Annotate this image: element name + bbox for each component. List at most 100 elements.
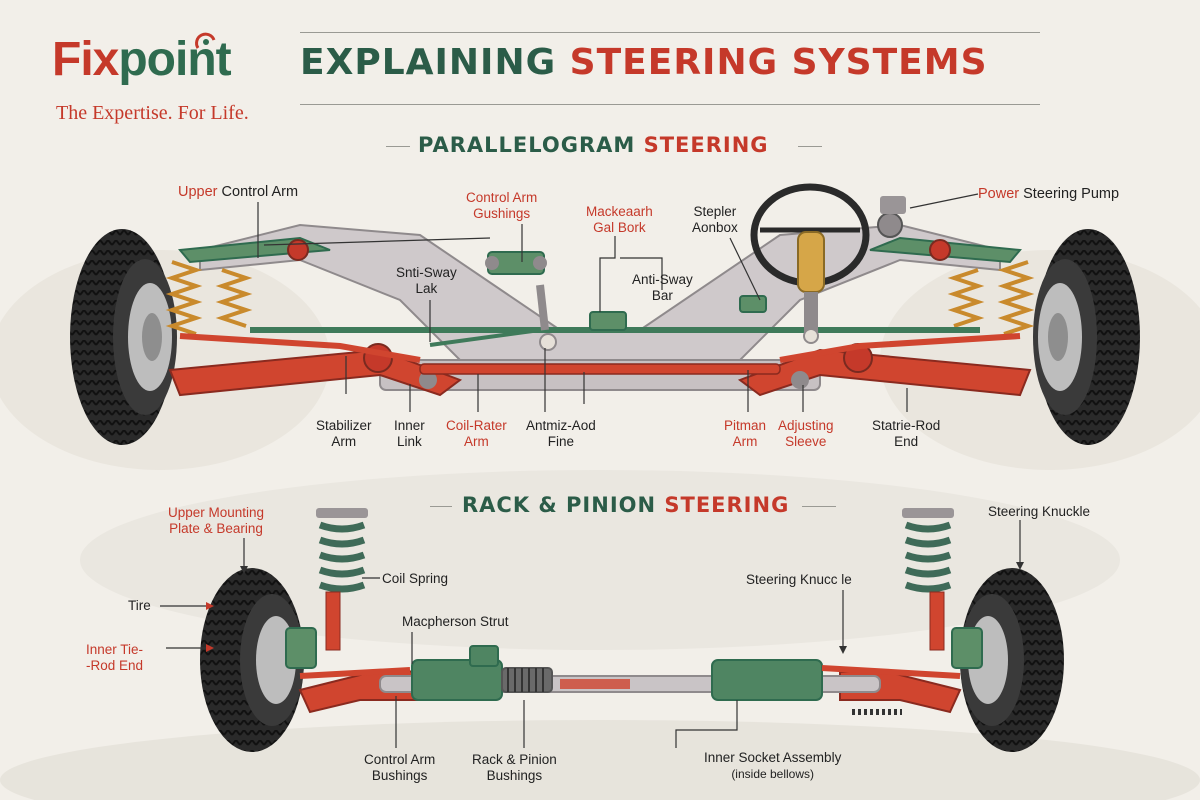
label-stepler-line1: Stepler xyxy=(693,204,737,219)
label-pitman-arm-line1: Pitman xyxy=(724,418,767,433)
tire-left-top xyxy=(70,229,177,445)
label-stabilizer-arm-line2: Arm xyxy=(331,434,357,449)
label-inner-socket-line1: Inner Socket Assembly xyxy=(704,750,842,765)
knuckle-right xyxy=(951,627,983,669)
label-upper-mounting-line2: Plate & Bearing xyxy=(169,521,263,536)
label-anti-sway-lak-line2: Lak xyxy=(415,281,438,296)
section2-rule-right xyxy=(802,506,836,507)
label-rack-pinion-bushings-line2: Bushings xyxy=(486,768,543,783)
label-antmiz-aod: Antmiz-Aod Fine xyxy=(526,418,596,450)
label-statie-rod-end-line1: Statrie-Rod xyxy=(872,418,941,433)
center-link xyxy=(419,363,781,375)
label-control-arm-bushings-line2: Gushings xyxy=(473,206,531,221)
label-control-arm-bushings-bottom-line2: Bushings xyxy=(371,768,428,783)
label-coil-rater-arm-line2: Arm xyxy=(464,434,489,449)
label-statie-rod-end: Statrie-Rod End xyxy=(872,418,940,450)
tire-right-top xyxy=(1033,229,1140,445)
label-upper-mounting-line1: Upper Mounting xyxy=(168,505,265,520)
bellows-left xyxy=(501,667,553,693)
label-inner-tie-rod-line1: Inner Tie- xyxy=(86,642,144,657)
label-adjusting-sleeve-line2: Sleeve xyxy=(785,434,827,449)
power-steering-pump xyxy=(877,196,906,238)
leader-lines-bottom xyxy=(160,520,1021,748)
label-mackeaarh: Mackeaarh Gal Bork xyxy=(586,204,653,236)
section-title-parallelogram: PARALLELOGRAM STEERING xyxy=(418,133,769,157)
label-inner-socket-line2: (inside bellows) xyxy=(731,767,815,781)
brand-logo: Fixpoint The Expertise. For Life. xyxy=(52,32,249,124)
label-coil-rater-arm: Coil-Rater Arm xyxy=(446,418,507,450)
section-rule-left xyxy=(386,146,410,147)
strut-right xyxy=(902,508,954,651)
label-steering-knucle-mid: Steering Knucc le xyxy=(746,572,852,587)
logo-swoosh-icon xyxy=(195,32,216,49)
section-title-rack-part2: STEERING xyxy=(664,493,790,517)
label-antmiz-aod-line1: Antmiz-Aod xyxy=(526,418,596,433)
tie-rod-left xyxy=(179,333,421,363)
label-macpherson-strut: Macpherson Strut xyxy=(402,614,509,629)
brand-name-fix: Fix xyxy=(52,33,119,86)
label-stabilizer-arm: Stabilizer Arm xyxy=(316,418,372,450)
label-upper-control-arm-part1: Upper xyxy=(178,184,222,200)
coil-spring-right xyxy=(947,260,1035,336)
tie-rod-left-bottom xyxy=(299,667,411,679)
section-title-parallelogram-part2: STEERING xyxy=(643,133,769,157)
label-power-steering-pump: Power Steering Pump xyxy=(978,186,1119,202)
label-inner-link: Inner Link xyxy=(394,418,425,450)
label-inner-tie-rod-line2: -Rod End xyxy=(86,658,144,673)
label-rack-pinion-bushings: Rack & Pinion Bushings xyxy=(472,752,557,784)
label-upper-control-arm-part2: Control Arm xyxy=(221,184,299,200)
label-control-arm-bushings-line1: Control Arm xyxy=(466,190,538,205)
label-inner-link-line2: Link xyxy=(397,434,422,449)
page-title-part2: STEERING SYSTEMS xyxy=(569,42,988,83)
label-rack-pinion-bushings-line1: Rack & Pinion xyxy=(472,752,557,767)
label-antmiz-aod-line2: Fine xyxy=(547,434,575,449)
label-stabilizer-arm-line1: Stabilizer xyxy=(316,418,372,433)
knuckle-left xyxy=(285,627,317,669)
label-power-steering-pump-part2: Steering Pump xyxy=(1023,186,1120,202)
label-inner-socket: Inner Socket Assembly (inside bellows) xyxy=(704,750,841,782)
label-inner-tie-rod: Inner Tie- -Rod End xyxy=(86,642,143,674)
page-title: EXPLAINING STEERING SYSTEMS xyxy=(300,42,1040,83)
label-control-arm-bushings-bottom: Control Arm Bushings xyxy=(364,752,435,784)
inner-socket-assembly xyxy=(711,659,823,701)
label-adjusting-sleeve-line1: Adjusting xyxy=(778,418,834,433)
label-control-arm-bushings-bottom-line1: Control Arm xyxy=(364,752,436,767)
label-upper-mounting: Upper Mounting Plate & Bearing xyxy=(168,505,264,537)
label-anti-sway-bar-line2: Bar xyxy=(651,288,673,303)
label-power-steering-pump-part1: Power xyxy=(978,186,1024,202)
label-adjusting-sleeve: Adjusting Sleeve xyxy=(778,418,834,450)
brand-tagline: The Expertise. For Life. xyxy=(56,102,249,124)
section-title-rack: RACK & PINION STEERING xyxy=(462,493,789,517)
section-title-rack-part1: RACK & PINION xyxy=(462,493,665,517)
coil-spring-left xyxy=(165,260,253,336)
section-title-parallelogram-part1: PARALLELOGRAM xyxy=(418,133,644,157)
label-tire: Tire xyxy=(128,598,151,613)
section2-rule-left xyxy=(430,506,452,507)
brand-name-point: point xyxy=(118,33,231,86)
label-stepler-line2: Aonbox xyxy=(692,220,738,235)
page-title-part1: EXPLAINING xyxy=(300,42,570,83)
label-anti-sway-bar-line1: Anti-Sway xyxy=(632,272,693,287)
label-inner-link-line1: Inner xyxy=(394,418,425,433)
title-rule-bottom xyxy=(300,104,1040,105)
label-upper-control-arm: Upper Control Arm xyxy=(178,184,298,200)
label-control-arm-bushings: Control Arm Gushings xyxy=(466,190,537,222)
label-statie-rod-end-line2: End xyxy=(894,434,919,449)
tie-rod-right-bottom xyxy=(821,665,961,679)
label-anti-sway-bar: Anti-Sway Bar xyxy=(632,272,693,304)
label-steering-knuckle: Steering Knuckle xyxy=(988,504,1091,519)
title-rule-top xyxy=(300,32,1040,33)
label-mackeaarh-line1: Mackeaarh xyxy=(586,204,653,219)
section-rule-right xyxy=(798,146,822,147)
tire-left-bottom xyxy=(200,568,304,752)
label-pitman-arm: Pitman Arm xyxy=(724,418,766,450)
label-pitman-arm-line2: Arm xyxy=(732,434,758,449)
label-coil-spring: Coil Spring xyxy=(382,571,449,586)
arrowheads xyxy=(206,602,214,652)
arrowheads-dark xyxy=(240,562,1024,654)
label-anti-sway-lak-line1: Snti-Sway xyxy=(396,265,457,280)
label-coil-rater-arm-line1: Coil-Rater xyxy=(446,418,507,433)
